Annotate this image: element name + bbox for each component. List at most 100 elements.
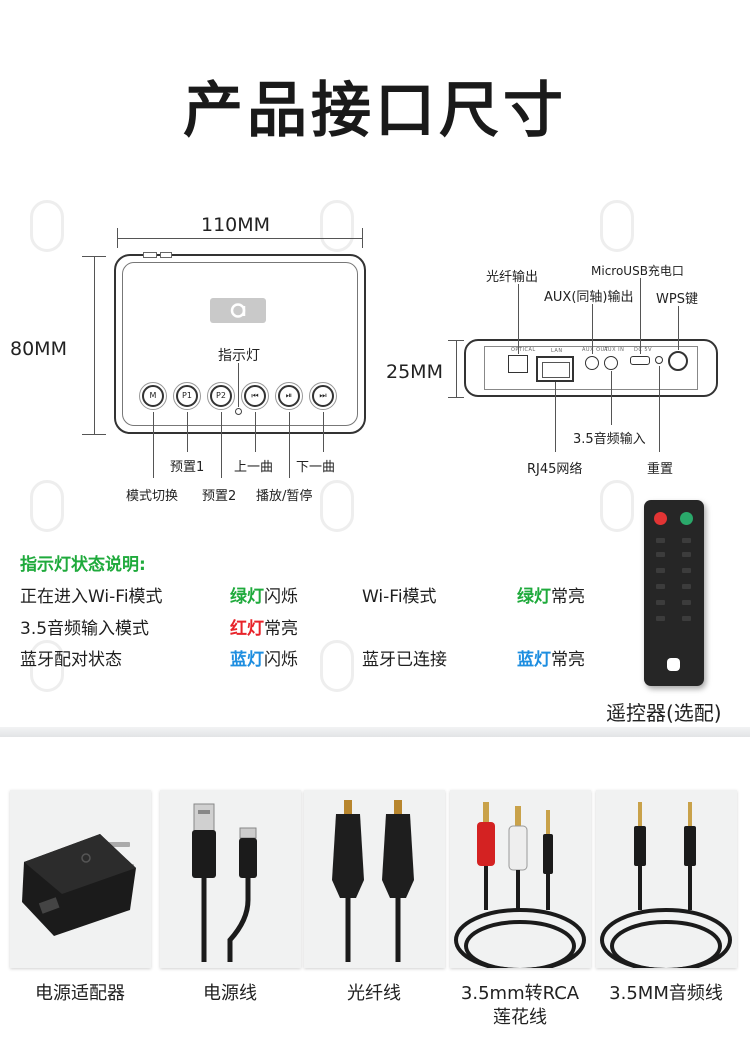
rj45-label: RJ45网络 [527,462,583,477]
indicator-light [235,408,242,415]
accessory-name-line2: 莲花线 [493,1007,547,1028]
power-adapter-icon [22,834,136,936]
status-mode: 3.5音频输入模式 [20,619,150,639]
preset1-label: 预置1 [170,460,205,475]
aux-out-port-tag: AUX OUT [582,347,609,353]
status-light-color: 绿灯 [517,587,551,607]
watermark-shape [30,640,64,692]
accessory-label: 3.5MM音频线 [591,982,741,1006]
play-leader [289,412,290,478]
remote-key [656,616,665,621]
brand-logo [210,298,266,323]
indicator-label: 指示灯 [218,348,260,364]
accessory-label: 电源适配器 [5,982,155,1006]
status-light-state: 常亮 [264,619,298,639]
optical-leader [518,284,519,354]
accessory-label: 3.5mm转RCA 莲花线 [445,982,595,1030]
watermark-shape [320,640,354,692]
width-dimension-tick [362,228,363,248]
watermark-shape [30,200,64,252]
device-top-button [143,252,157,258]
aux-out-label: AUX(同轴)输出 [544,290,634,305]
status-light: 蓝灯闪烁 [230,645,298,670]
prev-track-label: 上一曲 [234,460,274,475]
wps-button [668,351,688,371]
play-pause-label: 播放/暂停 [256,489,313,504]
remote-key [656,538,665,543]
optical-cable-icon [332,800,414,962]
watermark-shape [320,200,354,252]
device-side-inner [484,346,698,390]
usb-cable-icon [192,803,257,962]
prev-track-button: ⏮ [241,382,269,410]
remote-key [682,600,691,605]
status-light-state: 常亮 [551,650,585,670]
mode-label: 模式切换 [126,489,179,504]
aux-in-port [604,356,618,370]
preset2-leader [221,412,222,478]
remote-key [682,616,691,621]
status-light: 绿灯常亮 [517,582,585,607]
aux-out-leader [592,304,593,354]
mode-leader [153,412,154,478]
width-dimension: 110MM [201,214,271,236]
remote-key [656,568,665,573]
lan-port [536,356,574,382]
usb-port-tag: DC 5V [634,347,653,353]
aux-in-port-tag: AUX IN [604,347,625,353]
page-title: 产品接口尺寸 [183,76,567,146]
micro-usb-port [630,356,650,365]
watermark-shape [600,200,634,252]
remote-key [656,552,665,557]
device-side-outline [464,339,718,397]
remote-key [682,568,691,573]
status-light-state: 闪烁 [264,587,298,607]
usb-leader [640,278,641,354]
status-light-color: 绿灯 [230,587,264,607]
height-dimension: 80MM [10,338,67,360]
mode-button: M [139,382,167,410]
rj45-leader [555,382,556,452]
remote-logo-icon [667,658,680,671]
aux-in-leader [611,371,612,425]
aux-in-label: 3.5音频输入 [573,432,646,447]
width-dimension-tick [117,228,118,248]
prev-leader [255,412,256,452]
status-light-color: 蓝灯 [230,650,264,670]
accessory-name: 3.5mm转RCA [460,983,580,1004]
next-leader [323,412,324,452]
depth-dimension-tick [448,397,464,398]
preset1-leader [187,412,188,452]
status-light-state: 常亮 [551,587,585,607]
reset-hole [655,356,663,364]
depth-dimension-line [456,340,457,397]
rca-cable-icon [454,802,586,968]
play-pause-button: ⏯ [275,382,303,410]
accessory-name: 3.5MM音频线 [609,983,723,1004]
optical-port [508,355,528,373]
accessory-name: 电源线 [203,983,257,1004]
section-divider [0,727,750,737]
status-mode: 蓝牙已连接 [362,650,447,670]
width-dimension-line [117,238,363,239]
reset-label: 重置 [647,462,674,477]
accessory-panel [450,790,591,968]
lan-port-tag: LAN [551,348,563,354]
remote-control-image [644,500,704,686]
accessory-panel [304,790,445,968]
brand-logo-icon [230,303,246,318]
preset1-button: P1 [173,382,201,410]
remote-key [656,600,665,605]
aux-out-port [585,356,599,370]
accessory-panel [10,790,151,968]
watermark-shape [600,480,634,532]
next-track-label: 下一曲 [296,460,336,475]
preset2-button: P2 [207,382,235,410]
watermark-shape [320,480,354,532]
accessory-label: 光纤线 [299,982,449,1006]
device-top-button [160,252,172,258]
status-light: 蓝灯常亮 [517,645,585,670]
remote-key [656,584,665,589]
accessory-label: 电源线 [155,982,305,1006]
reset-leader [659,366,660,452]
